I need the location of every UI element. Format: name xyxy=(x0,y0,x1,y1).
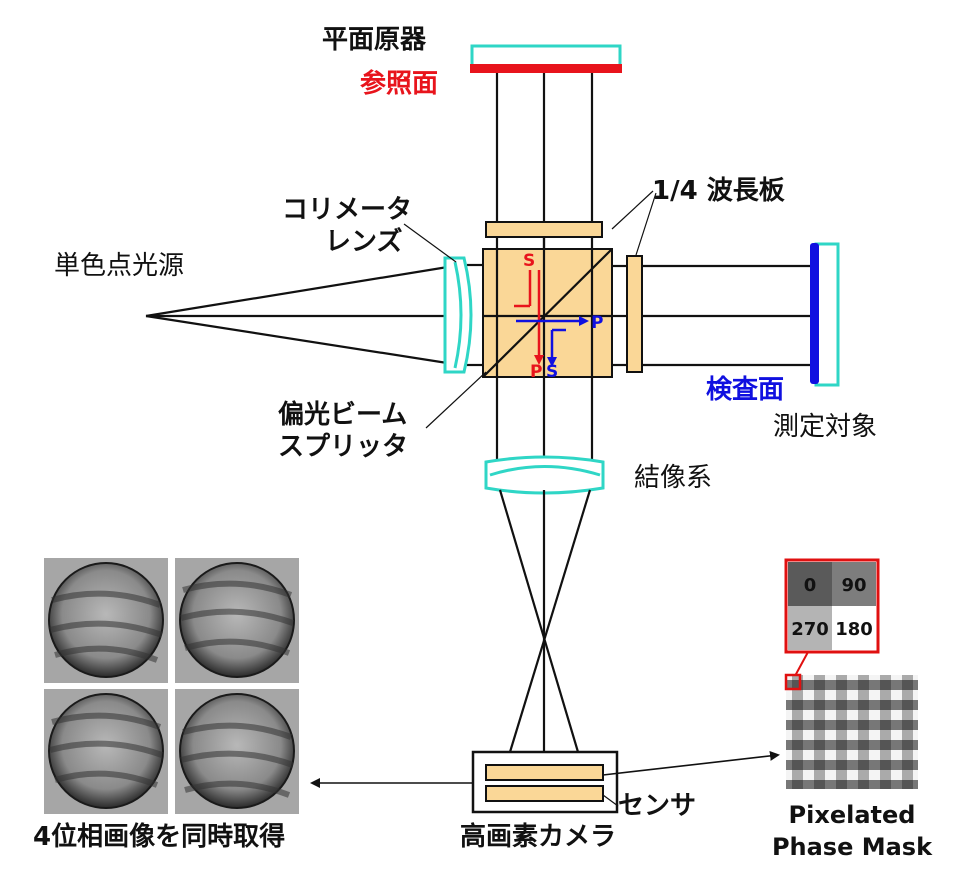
camera-element-top xyxy=(485,764,604,781)
fringe-image-4 xyxy=(175,689,299,814)
pbs-label-line1: 偏光ビーム xyxy=(278,399,407,430)
flat-master-optic xyxy=(470,44,622,73)
mask-cell-270: 270 xyxy=(791,619,829,640)
qwp-leader-top xyxy=(611,190,654,230)
measurement-object xyxy=(810,242,840,387)
polarization-arrows xyxy=(514,270,589,367)
camera-label: 高画素カメラ xyxy=(460,821,616,852)
imaging-system-label: 結像系 xyxy=(634,463,712,493)
reference-surface-mirror xyxy=(470,64,622,73)
pbs-label-line2: スプリッタ xyxy=(278,432,408,462)
collimator-leader xyxy=(403,223,457,263)
quarter-wave-plate-right xyxy=(626,255,643,373)
polarization-s-top: S xyxy=(523,251,535,271)
test-surface-label: 検査面 xyxy=(706,375,784,405)
polarization-p-bottom: P xyxy=(530,362,542,382)
imaging-beams-upper xyxy=(495,377,594,470)
test-arm-beams xyxy=(483,237,812,377)
measurement-object-label: 測定対象 xyxy=(773,412,877,442)
mask-arrow xyxy=(602,750,780,776)
source-beams xyxy=(145,263,483,367)
fringe-image-2 xyxy=(175,558,299,683)
quarter-wave-plate-top xyxy=(485,221,603,238)
mask-cell-180: 180 xyxy=(835,619,873,640)
pbs-leader xyxy=(425,371,487,429)
phase-mask-zoom: 0 90 270 180 xyxy=(784,558,880,654)
qwp-leader-right xyxy=(635,192,657,256)
collimator-label-line2: レンズ xyxy=(325,226,402,257)
reference-arm-beams xyxy=(495,73,594,248)
imaging-beams-lower xyxy=(498,489,592,753)
sensor-element xyxy=(485,785,604,802)
mask-highlight-box xyxy=(784,673,802,691)
mask-cell-0: 0 xyxy=(804,575,817,596)
collimator-lens xyxy=(443,256,473,374)
fringe-image-3 xyxy=(44,689,168,814)
sensor-label: センサ xyxy=(618,791,696,821)
reference-surface-label: 参照面 xyxy=(360,68,438,99)
sensor-leader xyxy=(602,794,619,807)
test-surface-mirror xyxy=(810,243,819,384)
flat-master-label: 平面原器 xyxy=(322,25,427,55)
polarization-s-bottom: S xyxy=(546,362,558,382)
high-res-camera xyxy=(471,750,619,814)
point-source-label: 単色点光源 xyxy=(54,251,184,281)
mask-zoom-leader xyxy=(794,651,809,677)
collimator-label-line1: コリメータ xyxy=(282,195,412,225)
four-phase-label: 4位相画像を同時取得 xyxy=(33,821,285,852)
quarter-wave-plate-label: 1/4 波長板 xyxy=(652,176,785,206)
mask-title-line1: Pixelated xyxy=(789,801,916,829)
fringe-image-1 xyxy=(44,558,168,683)
pixelated-mask xyxy=(786,675,918,789)
imaging-lens xyxy=(484,455,605,495)
mask-title-line2: Phase Mask xyxy=(772,833,933,861)
mask-cell-90: 90 xyxy=(841,575,866,596)
polarizing-beam-splitter xyxy=(482,248,613,378)
polarization-p-right: P xyxy=(591,313,603,333)
